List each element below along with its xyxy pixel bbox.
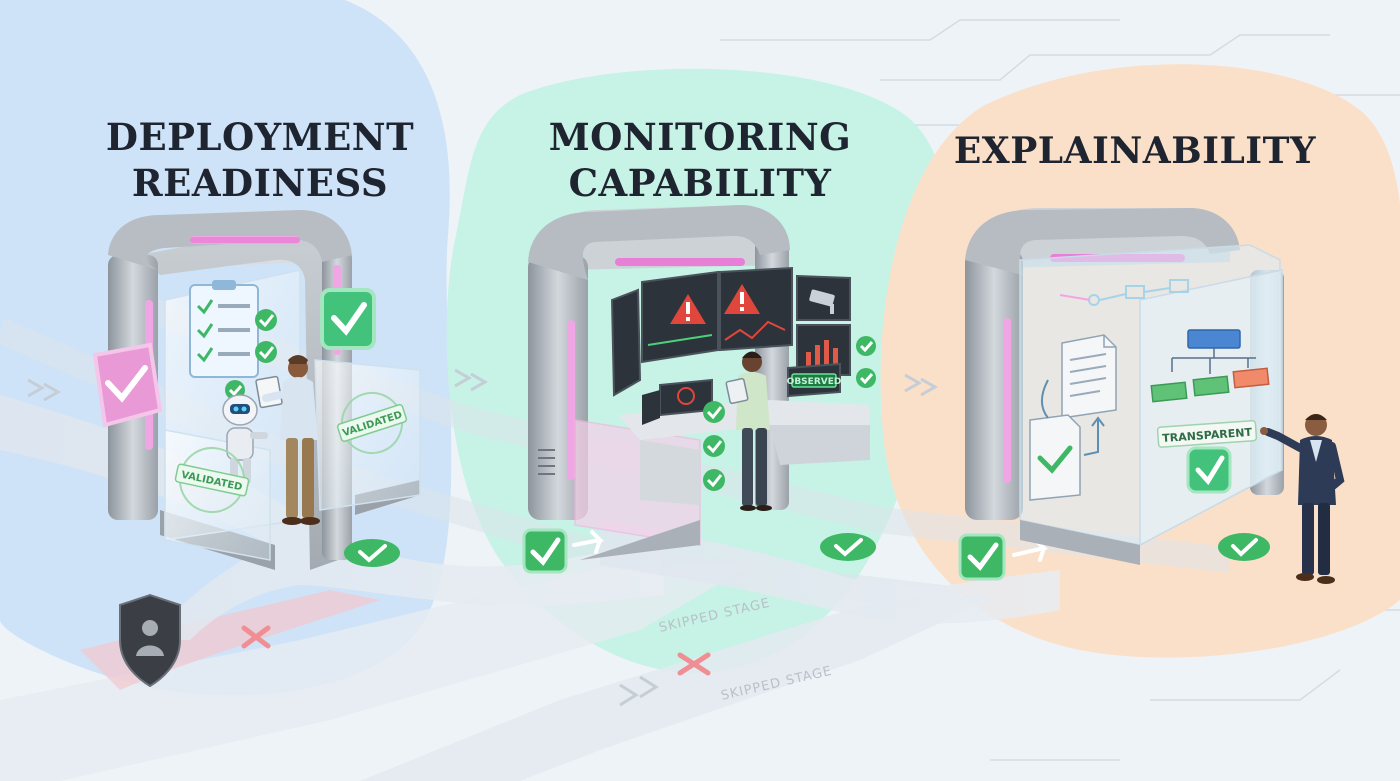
checkbox-icon xyxy=(344,539,400,567)
transparent-label: TRANSPARENT xyxy=(1162,426,1253,445)
arrow-icon xyxy=(572,530,605,554)
presenter-figure xyxy=(1260,414,1345,584)
cross-icon xyxy=(241,625,271,649)
stage-2-title-line-2: CAPABILITY xyxy=(568,161,832,205)
warning-icon xyxy=(670,294,706,324)
reviewer-figure xyxy=(255,355,320,525)
checkbox-icon xyxy=(522,528,568,574)
vent-grille xyxy=(538,449,555,475)
stage-2-title-line-1: MONITORING xyxy=(548,115,852,159)
gate-3: TRANSPARENT xyxy=(965,208,1284,565)
stage-1-title-line-1: DEPLOYMENT xyxy=(105,115,415,159)
checklist-icon xyxy=(189,280,259,378)
stage-1-title-line-2: READINESS xyxy=(131,161,389,205)
checkbox-icon xyxy=(820,533,876,561)
stage-1-title: DEPLOYMENT READINESS xyxy=(70,114,450,206)
document-icon xyxy=(1061,334,1117,419)
gate-2: OBSERVED xyxy=(528,205,876,560)
checkbox-icon xyxy=(1186,446,1232,494)
operator-figure xyxy=(725,351,772,511)
flowchart-icon xyxy=(1150,329,1270,403)
checkbox-icon xyxy=(320,288,376,350)
bar-chart-screen xyxy=(806,340,838,368)
stage-2-title: MONITORING CAPABILITY xyxy=(505,114,895,206)
checkbox-icon xyxy=(958,533,1006,581)
cycle-arrows xyxy=(1041,379,1105,456)
checkbox-icon xyxy=(1218,533,1270,561)
stage-3-title: EXPLAINABILITY xyxy=(945,128,1325,174)
warning-icon xyxy=(724,284,760,314)
document-icon xyxy=(1029,414,1081,501)
observed-label: OBSERVED xyxy=(787,377,842,387)
monitor-wall: OBSERVED xyxy=(610,266,851,425)
cross-icon xyxy=(677,652,711,676)
checkbox-icon xyxy=(225,309,277,400)
skipped-path-lower xyxy=(0,560,1000,781)
flowchart-icon xyxy=(1059,279,1189,306)
stage-3-title-line-1: EXPLAINABILITY xyxy=(953,130,1317,172)
transparent-badge: TRANSPARENT xyxy=(1156,419,1258,448)
main-path-2 xyxy=(600,520,1060,624)
camera-icon xyxy=(809,289,835,314)
shield-user-icon xyxy=(119,593,181,688)
path-chevrons xyxy=(27,368,939,707)
checkbox-icon xyxy=(92,342,163,428)
